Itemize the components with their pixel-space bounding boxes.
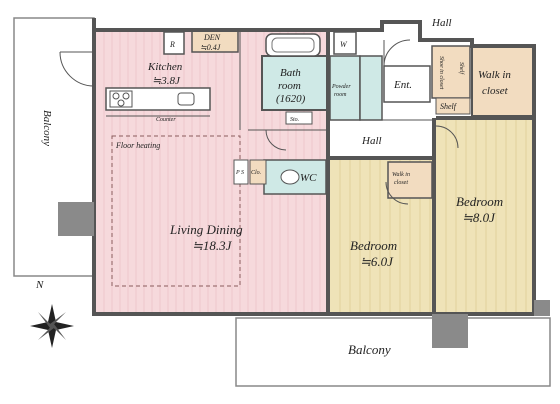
small-walk-in-label: Walk in xyxy=(392,172,410,178)
refrigerator-label: R xyxy=(169,40,175,49)
bedroom1-size-label: ≒6.0J xyxy=(360,254,394,269)
door-balcony-left xyxy=(59,51,95,87)
floor-heating-label: Floor heating xyxy=(115,141,160,150)
door-entrance xyxy=(383,39,411,67)
sink-icon xyxy=(177,92,195,106)
north-label: N xyxy=(35,279,44,291)
hall-mid-label: Hall xyxy=(361,135,382,147)
balcony-left-label: Balcony xyxy=(41,110,53,146)
bathtub xyxy=(265,33,321,57)
wc-label: WC xyxy=(300,172,317,184)
small-walk-in-area xyxy=(387,161,433,199)
den-size-label: ≒0.4J xyxy=(200,43,221,52)
powder-room-label: room xyxy=(334,92,347,98)
bath-size-label: (1620) xyxy=(276,93,306,105)
shelf-top-label: Shelf xyxy=(458,62,465,75)
shelf-bottom-area xyxy=(435,97,471,115)
walk-in-closet-area xyxy=(471,45,535,117)
kitchen-size-label: ≒3.8J xyxy=(152,75,181,87)
powder-label: Powder xyxy=(331,84,351,90)
bedroom2-label: Bedroom xyxy=(456,194,503,209)
stove-icon xyxy=(109,90,133,108)
powder-area xyxy=(329,55,361,121)
shelf-bottom-label: Shelf xyxy=(440,102,458,111)
floor-heating-zone xyxy=(111,135,241,287)
kitchen-label: Kitchen xyxy=(147,61,183,73)
closet-small-box xyxy=(249,159,267,185)
bath-room-label: room xyxy=(278,80,301,92)
storage-label: Sto. xyxy=(290,117,299,123)
bedroom1-label: Bedroom xyxy=(350,238,397,253)
small-walk-in-closet-label: closet xyxy=(394,180,408,186)
balcony-bottom-label: Balcony xyxy=(348,342,391,357)
walk-in-label: Walk in xyxy=(478,69,511,81)
balcony-bottom-area xyxy=(235,317,551,387)
storage-box xyxy=(285,111,313,125)
door-bedroom2 xyxy=(435,125,459,149)
door-living xyxy=(265,129,287,151)
outer-wall xyxy=(92,18,536,316)
bedroom2-size-label: ≒8.0J xyxy=(462,210,496,225)
pillar-bottom xyxy=(432,314,468,348)
door-bedroom1 xyxy=(385,181,409,205)
toilet-icon xyxy=(280,169,300,185)
bedroom-floor-pattern xyxy=(339,120,527,314)
ps-label: P S xyxy=(235,170,244,176)
pillar-left xyxy=(58,202,94,236)
washer-label: W xyxy=(340,40,348,49)
entrance-label: Ent. xyxy=(393,79,412,91)
closet-small-label: Clo. xyxy=(251,170,261,176)
pillar-corner xyxy=(534,300,550,316)
shoe-closet-label: Shoe in closet xyxy=(438,56,444,90)
entrance-area xyxy=(383,65,431,103)
hall-top-label: Hall xyxy=(431,17,452,29)
balcony-left-area xyxy=(13,17,95,277)
bath-label: Bath xyxy=(280,67,301,79)
living-dining-label: Living Dining xyxy=(169,222,243,237)
ps-box xyxy=(233,159,249,185)
living-size-label: ≒18.3J xyxy=(192,238,233,253)
bedroom-2-area xyxy=(436,120,534,314)
entrance-sink-area xyxy=(359,55,383,121)
den-label: DEN xyxy=(203,33,221,42)
compass-icon xyxy=(30,304,74,348)
counter-label: Counter xyxy=(156,117,176,123)
walk-in-closet-label: closet xyxy=(482,85,509,97)
